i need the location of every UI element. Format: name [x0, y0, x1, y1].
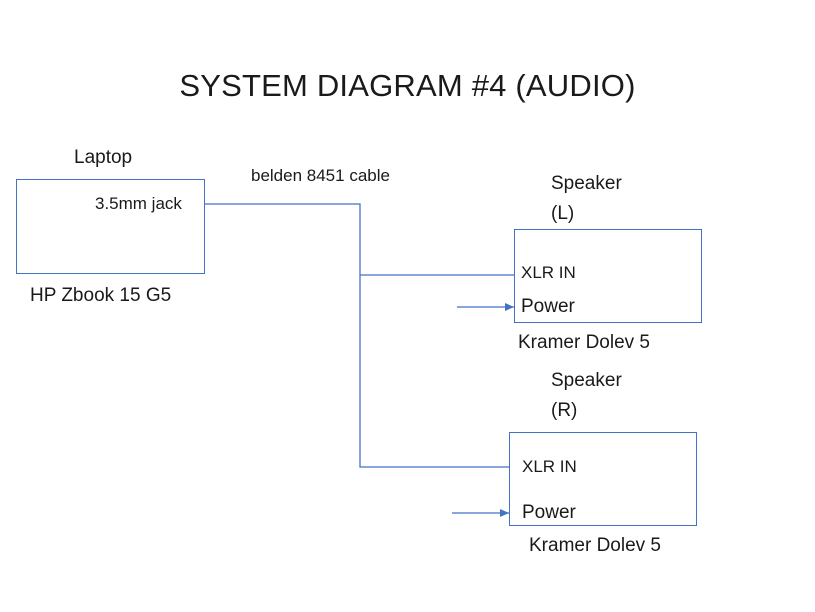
speaker-left-heading: Speaker	[551, 173, 622, 194]
speaker-left-box	[514, 229, 702, 323]
diagram-title: SYSTEM DIAGRAM #4 (AUDIO)	[179, 68, 636, 103]
speaker-right-model-label: Kramer Dolev 5	[529, 535, 661, 556]
speaker-left-side: (L)	[551, 203, 575, 224]
speaker-right-power-label: Power	[522, 502, 576, 523]
speaker-left-input-label: XLR IN	[521, 263, 576, 282]
laptop-heading: Laptop	[74, 147, 133, 168]
speaker-right-box	[509, 432, 697, 526]
speaker-left-power-label: Power	[521, 296, 575, 317]
cable-label: belden 8451 cable	[251, 166, 390, 185]
laptop-port-label: 3.5mm jack	[95, 194, 182, 213]
speaker-left-model-label: Kramer Dolev 5	[518, 332, 650, 353]
cable-trunk-line	[205, 203, 509, 468]
speaker-right-heading: Speaker	[551, 370, 622, 391]
speaker-right-side: (R)	[551, 400, 578, 421]
speaker-right-input-label: XLR IN	[522, 457, 577, 476]
laptop-box	[16, 179, 205, 274]
laptop-model-label: HP Zbook 15 G5	[30, 285, 172, 306]
